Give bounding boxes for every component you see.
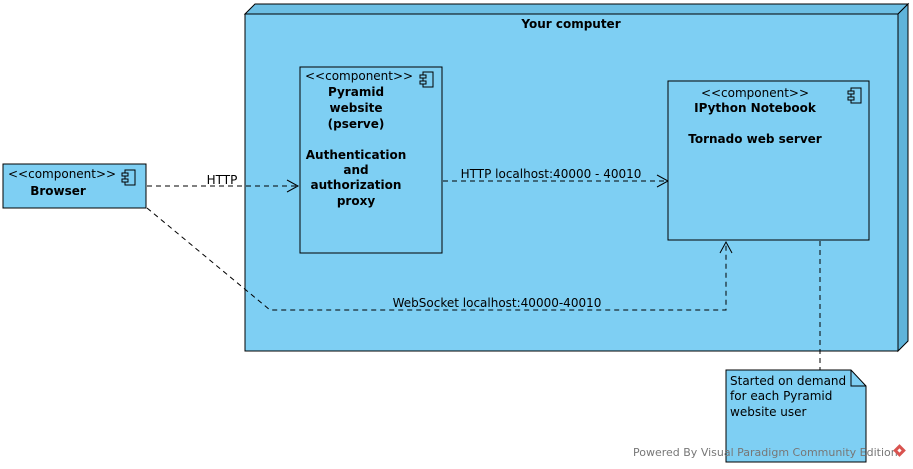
component-browser[interactable]: <<component>> Browser xyxy=(2,163,147,209)
watermark: Powered By Visual Paradigm Community Edi… xyxy=(633,444,906,459)
pyramid-line-3: (pserve) xyxy=(328,117,385,131)
component-icon xyxy=(419,71,434,88)
pyramid-line-1: Pyramid xyxy=(328,85,384,99)
http-localhost-label: HTTP localhost:40000 - 40010 xyxy=(461,167,642,181)
node-title: Your computer xyxy=(520,17,620,31)
connectors xyxy=(146,180,821,370)
browser-name: Browser xyxy=(30,184,86,198)
arrowhead-websocket xyxy=(719,240,733,254)
pyramid-line-8: proxy xyxy=(337,194,375,208)
pyramid-line-2: website xyxy=(330,101,383,115)
pyramid-stereotype: <<component>> xyxy=(305,69,413,83)
note[interactable]: Started on demand for each Pyramid websi… xyxy=(725,369,867,463)
ipython-line-3: Tornado web server xyxy=(688,132,822,146)
component-pyramid[interactable]: <<component>> Pyramid website (pserve) A… xyxy=(299,66,443,254)
component-icon xyxy=(847,87,862,104)
component-icon xyxy=(121,169,136,186)
pyramid-line-7: authorization xyxy=(311,178,402,192)
pyramid-line-5: Authentication xyxy=(306,148,407,162)
note-line-1: Started on demand xyxy=(730,374,846,388)
watermark-text: Powered By Visual Paradigm Community Edi… xyxy=(633,446,898,459)
ipython-stereotype: <<component>> xyxy=(701,86,809,100)
arrowhead-http xyxy=(286,179,300,193)
browser-stereotype: <<component>> xyxy=(8,167,116,181)
component-ipython-notebook[interactable]: <<component>> IPython Notebook Tornado w… xyxy=(667,80,870,241)
pyramid-line-6: and xyxy=(343,163,368,177)
http-label: HTTP xyxy=(207,173,238,187)
note-line-3: website user xyxy=(730,405,807,419)
websocket-connector[interactable] xyxy=(146,207,727,311)
note-line-2: for each Pyramid xyxy=(730,389,832,403)
websocket-label: WebSocket localhost:40000-40010 xyxy=(393,296,602,310)
ipython-line-1: IPython Notebook xyxy=(694,101,817,115)
